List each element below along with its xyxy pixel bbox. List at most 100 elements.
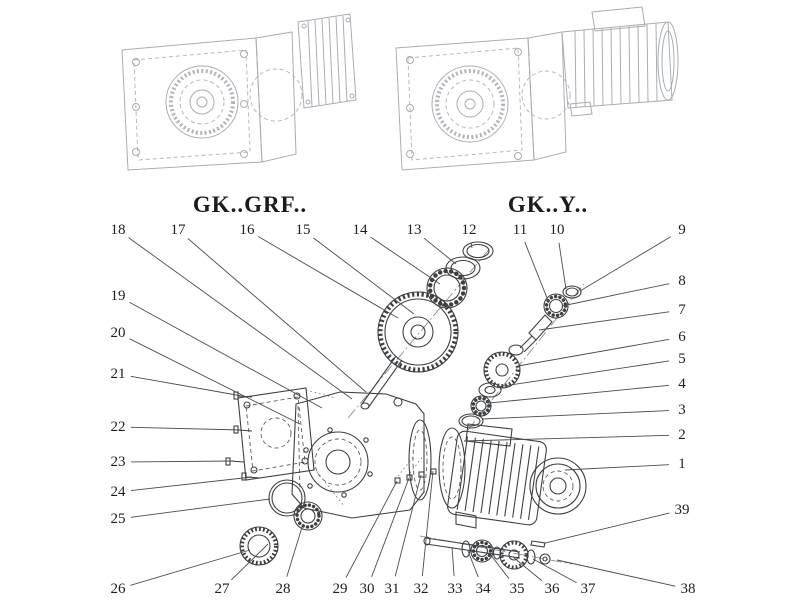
callout-number-2: 2 [678,427,686,443]
shaft-key [530,540,546,548]
callout-leader-28 [286,523,304,577]
callout-leader-19 [129,301,323,409]
callout-leader-23 [130,460,235,463]
motor-flange [438,427,466,509]
cover-plate-group [225,387,345,566]
callout-number-1: 1 [678,456,686,472]
callout-number-38: 38 [681,581,696,597]
callout-number-37: 37 [581,581,597,597]
callout-leader-27 [230,543,269,581]
callout-number-7: 7 [678,302,686,318]
flange-fasteners [394,454,437,484]
cover-plate [237,387,315,481]
callout-number-36: 36 [545,581,561,597]
callout-leader-1 [564,464,670,471]
callout-number-32: 32 [414,581,429,597]
callout-leader-6 [517,338,670,367]
callout-leader-14 [370,236,441,285]
shim-ring [445,256,481,280]
callout-leader-30 [371,477,410,578]
motor-fan-cover [529,457,587,515]
callout-number-11: 11 [513,222,527,238]
callout-leader-31 [394,474,422,577]
callout-number-5: 5 [678,351,686,367]
callout-leader-17 [187,238,367,393]
callout-number-25: 25 [111,511,126,527]
callout-number-22: 22 [111,419,126,435]
callout-number-6: 6 [678,329,686,345]
callout-leader-26 [130,549,251,586]
callout-number-8: 8 [678,273,686,289]
callout-leader-20 [129,338,301,425]
callout-number-34: 34 [476,581,492,597]
motor-drawing [561,6,679,117]
electric-motor [438,423,587,529]
callout-leader-22 [130,426,243,431]
callout-number-13: 13 [407,222,422,238]
pinion-bearing [543,293,569,319]
callout-leader-37 [532,558,577,584]
callout-leader-35 [489,553,510,579]
callout-leader-16 [258,236,399,319]
pinion-stack [458,285,582,429]
gearbox-housing [291,391,432,519]
callout-number-24: 24 [111,484,127,500]
callout-leader-4 [488,384,670,404]
callout-number-35: 35 [510,581,525,597]
helical-gear [377,291,459,373]
callout-number-27: 27 [215,581,231,597]
callout-number-17: 17 [171,222,187,238]
variant-label-y: GK..Y.. [508,192,588,217]
exploded-assembly-drawing [225,241,587,570]
callout-leader-33 [451,546,455,577]
callout-leader-3 [481,410,670,420]
callout-number-29: 29 [333,581,348,597]
callout-number-4: 4 [678,376,686,392]
callout-leader-5 [496,360,670,388]
toothed-ring [240,527,278,565]
output-gear [499,540,529,570]
input-axis-line [347,245,493,419]
callout-leader-13 [423,237,457,265]
snap-ring [462,241,494,261]
output-bearing [470,539,494,563]
callout-number-31: 31 [385,581,400,597]
variant-label-grf: GK..GRF.. [193,192,307,217]
cover-bearing [293,501,323,531]
callout-number-19: 19 [111,288,126,304]
callout-number-21: 21 [111,366,126,382]
callout-leader-38 [556,559,676,587]
motor-foot [455,511,477,529]
pinion-shaft [528,314,553,341]
callout-number-14: 14 [353,222,369,238]
callout-leader-25 [130,498,271,518]
callout-leader-10 [558,242,567,290]
callout-number-3: 3 [678,402,686,418]
callout-leader-7 [538,311,670,331]
callout-number-30: 30 [360,581,375,597]
callout-leader-12 [470,242,473,249]
callout-leader-39 [544,512,670,544]
callout-number-33: 33 [448,581,463,597]
gearbox-y-drawing [395,6,679,171]
input-gear-stack [360,241,494,410]
output-shaft-assembly [423,536,551,570]
pinion-axis-line [467,283,585,431]
callout-leader-29 [345,480,398,578]
callout-number-15: 15 [296,222,311,238]
callout-leader-21 [130,375,243,397]
callout-leader-15 [313,237,415,315]
callout-leader-24 [130,476,253,492]
motor-terminal-box [465,423,513,447]
callout-number-28: 28 [276,581,291,597]
callout-leader-32 [421,470,434,577]
callout-leader-34 [467,550,479,578]
callout-number-23: 23 [111,454,126,470]
callout-number-16: 16 [240,222,256,238]
callout-leader-8 [561,283,670,307]
pinion-gear [484,352,520,388]
callout-number-26: 26 [111,581,127,597]
